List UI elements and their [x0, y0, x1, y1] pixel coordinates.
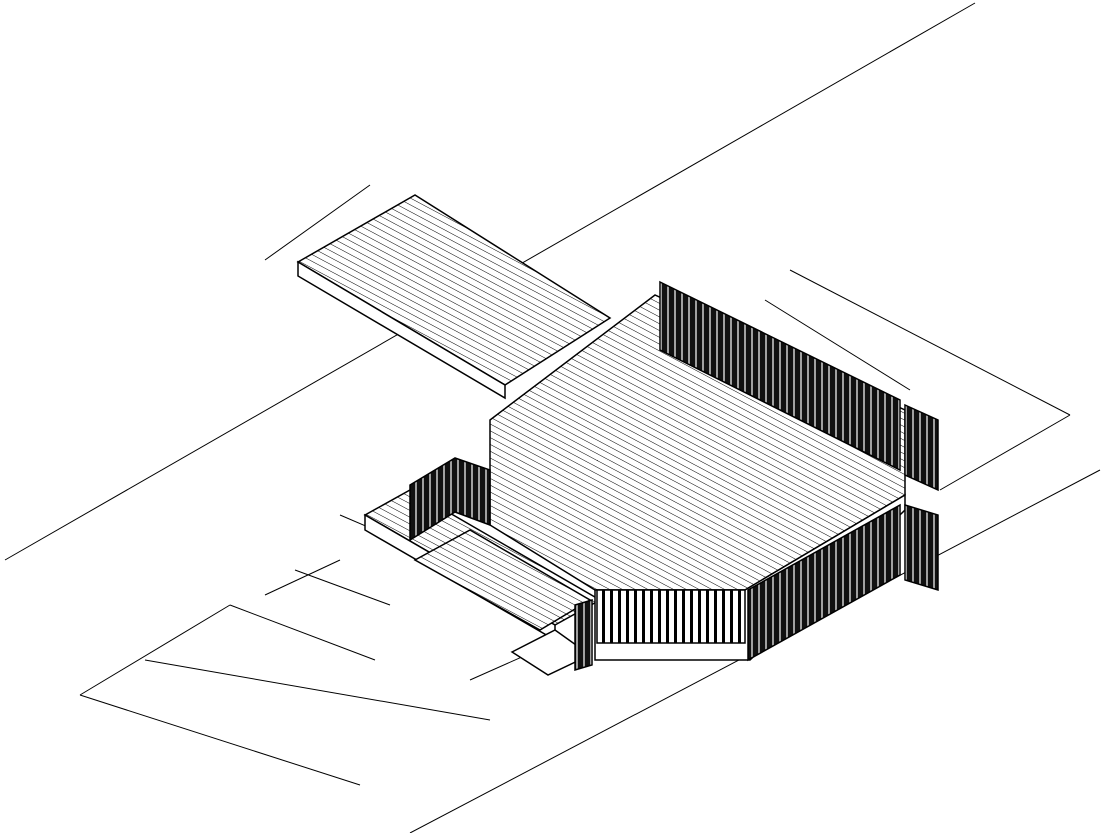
dimension-line: [789, 269, 1071, 416]
railing-left: [409, 457, 491, 542]
dimension-line: [764, 299, 911, 391]
railing-front-right: [747, 503, 901, 662]
railing-back-right: [659, 280, 901, 472]
dimension-line: [939, 414, 1071, 491]
railing-far-right: [904, 403, 939, 492]
walkway-fascia: [297, 260, 506, 400]
upper-walkway: [296, 194, 612, 400]
dimension-line: [229, 604, 376, 661]
railing-stair: [574, 598, 593, 672]
dimension-line: [79, 694, 361, 786]
railing-front: [596, 589, 746, 644]
dimension-line: [79, 604, 231, 696]
dimension-line: [264, 184, 371, 261]
railings: [409, 280, 939, 672]
dimension-line: [294, 569, 391, 606]
dimension-line: [264, 559, 341, 596]
dimension-line: [144, 659, 491, 721]
lower-step-deck: [363, 489, 602, 676]
railing-side-right: [904, 503, 939, 592]
